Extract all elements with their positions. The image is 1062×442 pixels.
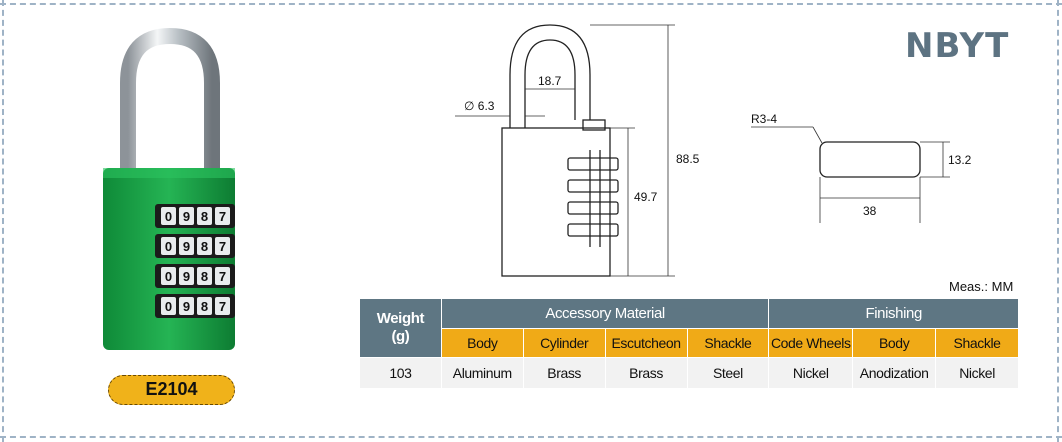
technical-drawing-top: R3-4 13.2 38	[751, 112, 972, 223]
model-badge: E2104	[108, 375, 235, 405]
dial-digit: 8	[201, 209, 208, 224]
val-shackle: Steel	[686, 357, 770, 389]
dial-digit-window	[179, 297, 194, 315]
dim-shackle-diameter: ∅ 6.3	[464, 99, 495, 113]
spec-table: Weight (g) Accessory Material Finishing …	[359, 298, 1019, 389]
dim-total-height: 88.5	[676, 152, 700, 166]
finishing-header: Finishing	[768, 298, 1019, 329]
val-cylinder: Brass	[522, 357, 606, 389]
dial-digit-window	[197, 297, 212, 315]
dial-digit: 9	[183, 299, 190, 314]
dial-digit: 0	[165, 209, 172, 224]
dial-digit-window	[197, 267, 212, 285]
dial-digit-window	[215, 267, 230, 285]
dial-digit-window	[215, 207, 230, 225]
accessory-material-header: Accessory Material	[440, 298, 770, 329]
frame-top-border	[0, 3, 1062, 5]
drawing-shackle-inner	[524, 39, 576, 128]
weight-header-unit: (g)	[391, 328, 410, 345]
col-shackle: Shackle	[686, 328, 770, 358]
val-finish-shackle: Nickel	[935, 357, 1019, 389]
dial-digit-window	[161, 297, 176, 315]
dial-digit-window	[161, 237, 176, 255]
dial-digit: 7	[219, 209, 226, 224]
dim-body-thickness: 13.2	[948, 153, 972, 167]
brand-logo: NBYT	[905, 26, 1010, 66]
dial-digit: 9	[183, 269, 190, 284]
dial-digit: 0	[165, 269, 172, 284]
col-finish-shackle: Shackle	[935, 328, 1019, 358]
dial-digit: 0	[165, 239, 172, 254]
dial-digit: 9	[183, 239, 190, 254]
padlock-shackle	[120, 28, 220, 173]
weight-value: 103	[359, 357, 442, 389]
col-finish-body: Body	[852, 328, 937, 358]
dial-digit-window	[215, 297, 230, 315]
drawing-shackle-outer	[509, 24, 591, 128]
dial-digit: 0	[165, 299, 172, 314]
drawing-dials	[567, 150, 619, 247]
dial-digit-window	[179, 207, 194, 225]
dial-digit-window	[179, 237, 194, 255]
dial-digit-window	[161, 207, 176, 225]
val-escutcheon: Brass	[604, 357, 688, 389]
dial-digit: 8	[201, 239, 208, 254]
frame-right-border	[1057, 0, 1059, 442]
drawing-top-view-outline	[819, 141, 921, 178]
dial-digit: 7	[219, 269, 226, 284]
val-body: Aluminum	[440, 357, 524, 389]
dim-body-height: 49.7	[634, 190, 658, 204]
val-finish-body: Anodization	[852, 357, 937, 389]
dial-digit-window	[197, 207, 212, 225]
dial-digit: 8	[201, 299, 208, 314]
col-cylinder: Cylinder	[522, 328, 606, 358]
dim-body-width: 38	[863, 204, 877, 218]
dial-digit-window	[161, 267, 176, 285]
val-code-wheels: Nickel	[768, 357, 854, 389]
dim-shackle-inner-width: 18.7	[538, 74, 562, 88]
dial-digit-window	[215, 237, 230, 255]
dial-digit: 8	[201, 269, 208, 284]
weight-header-label: Weight	[376, 310, 425, 327]
col-code-wheels: Code Wheels	[768, 328, 854, 358]
units-note: Meas.: MM	[949, 279, 1014, 294]
dial-digit: 7	[219, 239, 226, 254]
col-escutcheon: Escutcheon	[604, 328, 688, 358]
dim-corner-radius: R3-4	[751, 112, 777, 126]
dial-digit: 9	[183, 209, 190, 224]
frame-left-border	[2, 0, 4, 442]
padlock-body	[103, 168, 235, 350]
weight-header-cell: Weight (g)	[359, 298, 442, 358]
col-body: Body	[440, 328, 524, 358]
technical-drawing-front: 18.7 ∅ 6.3 88.5 49.7	[455, 24, 700, 277]
frame-bottom-border	[0, 436, 1062, 438]
dial-digit-window	[179, 267, 194, 285]
dial-digit-window	[197, 237, 212, 255]
dial-digit: 7	[219, 299, 226, 314]
